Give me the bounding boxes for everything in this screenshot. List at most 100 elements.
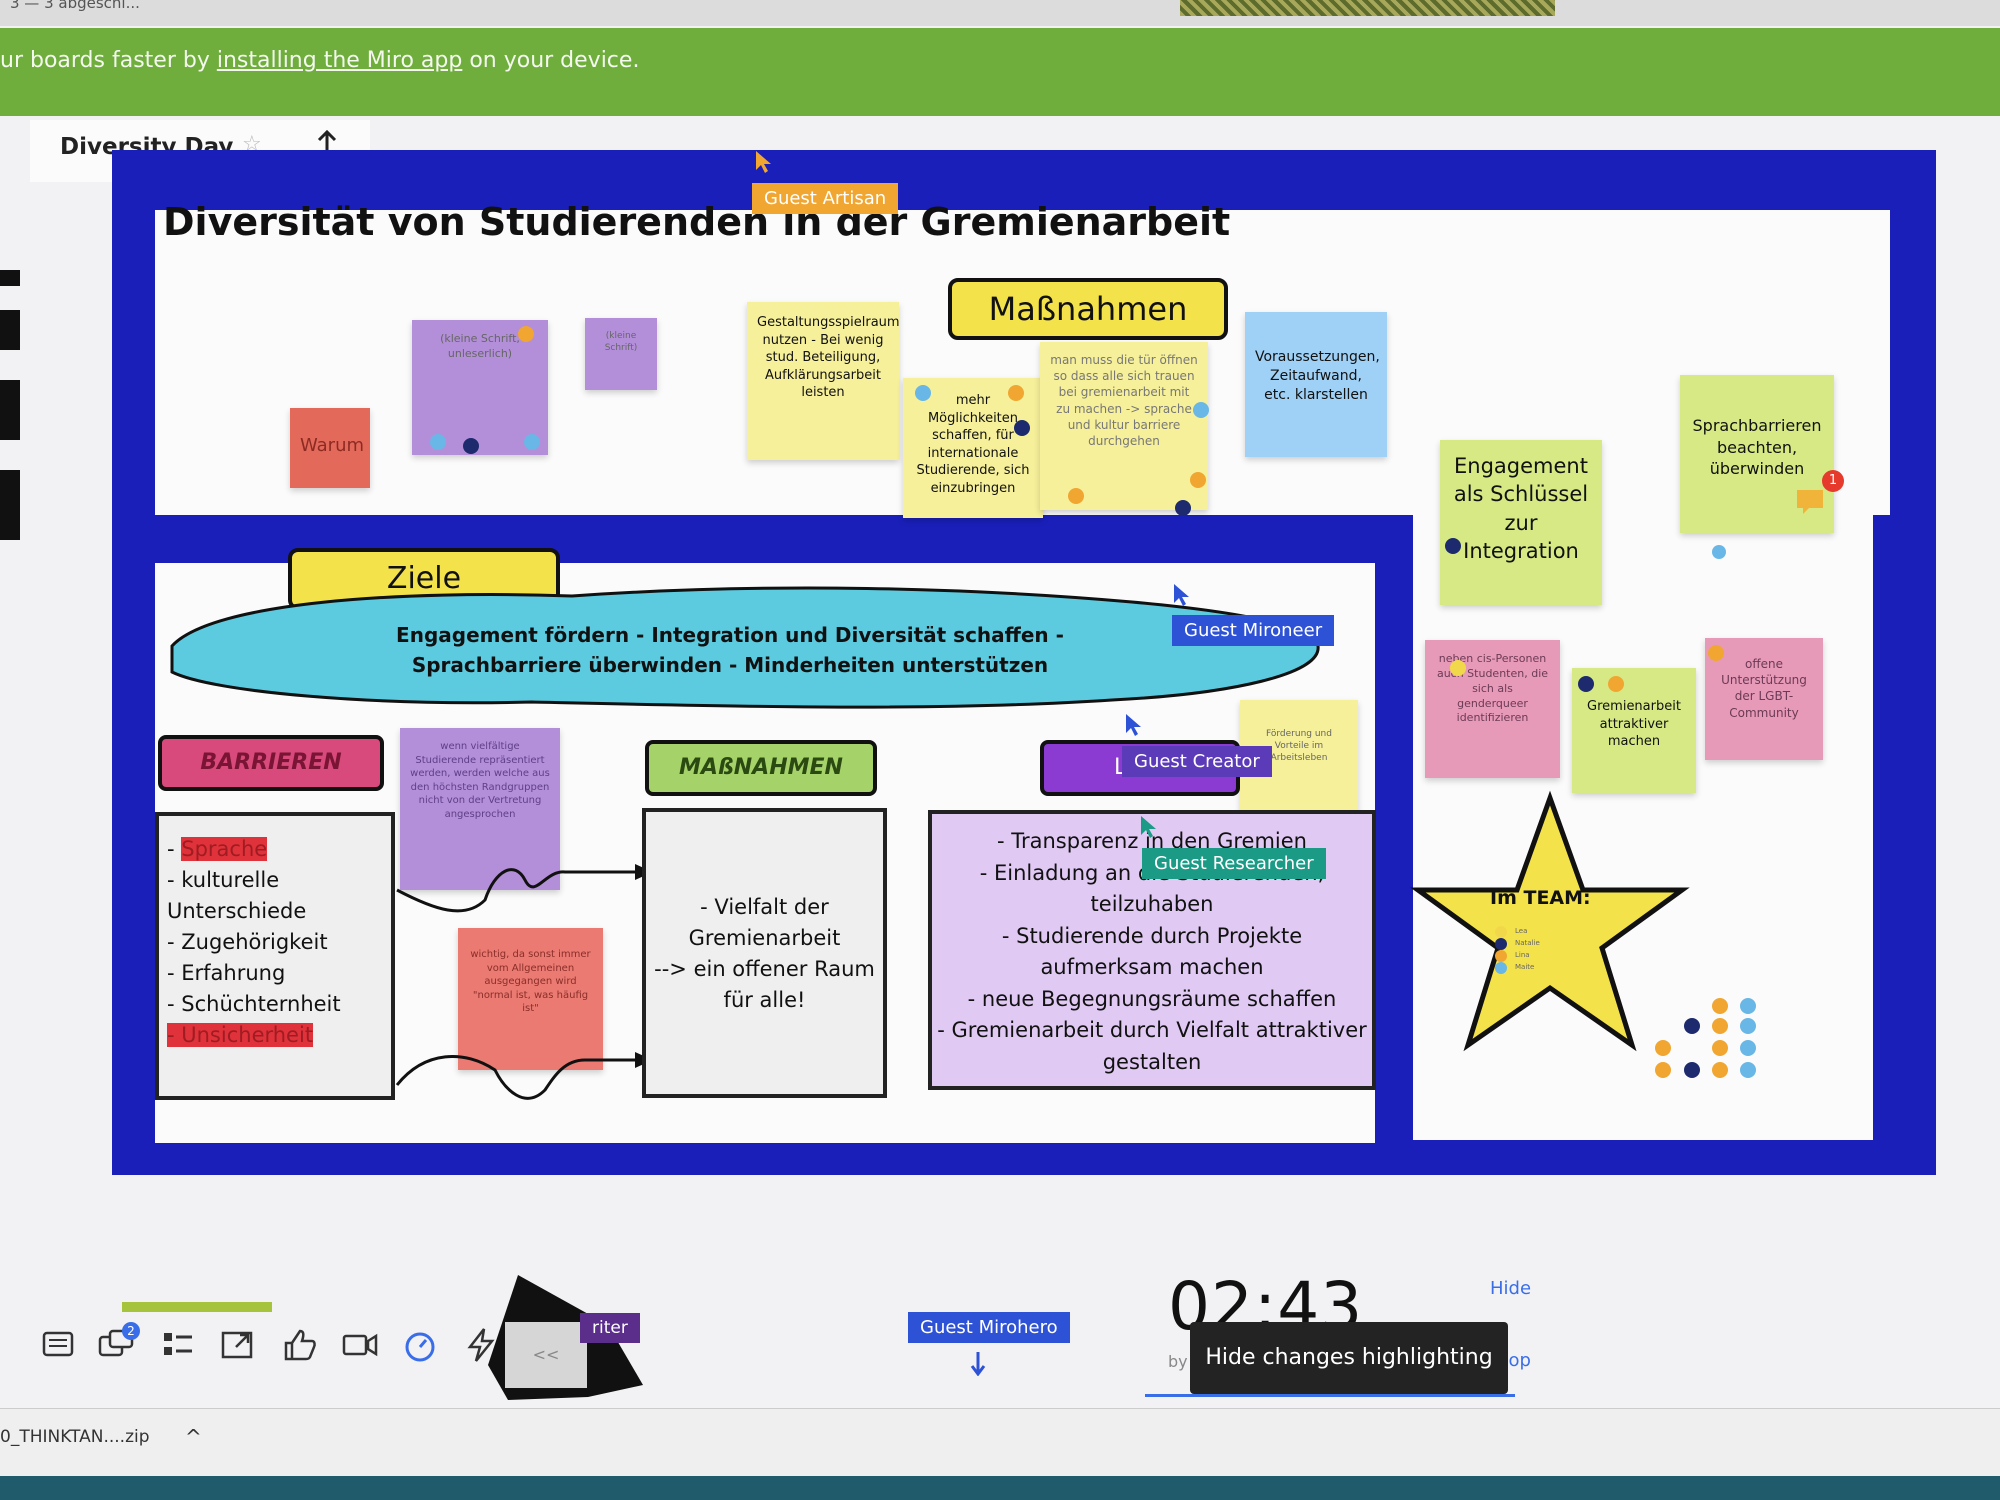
sticky-tuer-oeffnen[interactable]: man muss die tür öffnen so dass alle sic… <box>1040 342 1208 510</box>
sticky-gestaltung[interactable]: Gestaltungsspielraum nutzen - Bei wenig … <box>747 302 899 460</box>
barrieren-highlight: Sprache <box>181 837 268 861</box>
star-members: Lea Natalie Lina Maite <box>1515 925 1540 973</box>
install-app-banner: ur boards faster by installing the Miro … <box>0 28 2000 116</box>
comment-icon[interactable] <box>1795 488 1825 516</box>
lila-line: - Studierende durch Projekte <box>1001 923 1303 948</box>
vote-dot <box>1740 998 1756 1014</box>
vote-dot <box>1450 660 1466 676</box>
left-team-strip <box>0 270 20 540</box>
vote-dot <box>524 434 540 450</box>
comment-list-icon[interactable] <box>38 1325 78 1365</box>
mehr-moeglichkeiten-text: mehr Möglichkeiten schaffen, für interna… <box>916 393 1030 496</box>
ziele-text: Ziele <box>386 561 462 596</box>
vote-dot <box>1740 1018 1756 1034</box>
massnahmen-label-text: MAßNAHMEN <box>679 755 843 780</box>
barrieren-label: BARRIEREN <box>158 735 384 791</box>
cloud-line-1: Engagement fördern - Integration und Div… <box>396 623 1064 647</box>
vote-dot <box>1684 1018 1700 1034</box>
barrieren-label-text: BARRIEREN <box>200 750 342 775</box>
board-heading: Diversität von Studierenden in der Gremi… <box>163 200 1231 244</box>
vote-dot <box>1008 385 1024 401</box>
sticky-red-mid[interactable]: wichtig, da sonst immer vom Allgemeinen … <box>458 928 603 1070</box>
barrieren-item: - Zugehörigkeit <box>167 930 328 955</box>
gestaltung-text: Gestaltungsspielraum nutzen - Bei wenig … <box>757 315 899 401</box>
lila-line: - neue Begegnungsräume schaffen <box>967 986 1337 1011</box>
sticky-warum[interactable]: Warum <box>290 408 370 488</box>
notification-count: 2 <box>127 1324 135 1338</box>
massnahmen-label: MAßNAHMEN <box>645 740 877 796</box>
collapse-panel[interactable]: << <box>505 1322 587 1388</box>
cursor-arrow-icon <box>1174 584 1189 606</box>
vote-dot <box>1740 1040 1756 1056</box>
sticky-engagement[interactable]: Engagement als Schlüssel zur Integration <box>1440 440 1602 605</box>
sticky-cis-personen[interactable]: neben cis-Personen auch Studenten, die s… <box>1425 640 1560 778</box>
timer-icon[interactable] <box>400 1325 440 1365</box>
star-dot-yellow <box>1495 926 1507 938</box>
tuer-oeffnen-text: man muss die tür öffnen so dass alle sic… <box>1050 353 1198 448</box>
sticky-gremienarbeit-attraktiver[interactable]: Gremienarbeit attraktiver machen <box>1572 668 1696 793</box>
team-star[interactable] <box>1410 790 1690 1055</box>
cursor-guest-creator: Guest Creator <box>1122 746 1272 777</box>
video-icon[interactable] <box>340 1325 380 1365</box>
massnahmen-box: - Vielfalt der Gremienarbeit --> ein off… <box>642 808 887 1098</box>
vote-dot <box>1175 500 1191 516</box>
comment-badge[interactable]: 1 <box>1822 470 1844 492</box>
massnahmen-line: --> ein offener Raum <box>654 957 875 982</box>
vote-dot <box>1655 1062 1671 1078</box>
screen-bottom-edge <box>0 1476 2000 1500</box>
purple-mid-text: wenn vielfältige Studierende repräsentie… <box>410 741 550 820</box>
chat-icon[interactable] <box>96 1325 136 1365</box>
gremienarbeit-attraktiver-text: Gremienarbeit attraktiver machen <box>1587 699 1681 750</box>
install-app-link[interactable]: installing the Miro app <box>216 48 463 73</box>
vote-dot <box>1712 1040 1728 1056</box>
sticky-mehr-moeglichkeiten[interactable]: mehr Möglichkeiten schaffen, für interna… <box>903 378 1043 518</box>
hide-changes-tooltip[interactable]: Hide changes highlighting <box>1190 1322 1508 1394</box>
cursor-guest-artisan: Guest Artisan <box>752 183 899 214</box>
vote-dot <box>1445 538 1461 554</box>
download-chevron[interactable]: ^ <box>185 1425 202 1449</box>
lightning-icon[interactable] <box>462 1325 502 1365</box>
purple-note-2-text: (kleine Schrift) <box>604 331 638 354</box>
cloud-line-2: Sprachbarriere überwinden - Minderheiten… <box>411 653 1049 677</box>
list-icon[interactable] <box>158 1325 198 1365</box>
lgbt-text: offene Unterstützung der LGBT-Community <box>1721 657 1807 720</box>
share-screen-icon[interactable] <box>218 1325 258 1365</box>
voraussetzungen-text: Voraussetzungen, Zeitaufwand, etc. klars… <box>1255 349 1380 403</box>
vote-dot <box>1193 402 1209 418</box>
cursor-guest-mironeer: Guest Mironeer <box>1172 615 1335 646</box>
star-dot-orange <box>1495 950 1507 962</box>
banner-text: ur boards faster by installing the Miro … <box>0 48 639 73</box>
collapse-text: << <box>532 1345 560 1364</box>
lila-line: teilzuhaben <box>1090 892 1214 916</box>
cursor-guest-researcher: Guest Researcher <box>1142 848 1326 879</box>
star-member-4: Maite <box>1515 963 1535 971</box>
download-bar: 0_THINKTAN....zip ^ <box>0 1408 2000 1476</box>
star-title: Im TEAM: <box>1490 887 1591 909</box>
star-member-2: Natalie <box>1515 939 1540 947</box>
massnahmen-line: für alle! <box>723 988 806 1013</box>
sticky-purple-2[interactable]: (kleine Schrift) <box>585 318 657 390</box>
cursor-arrow-icon <box>1126 714 1141 736</box>
comment-badge-count: 1 <box>1828 473 1838 488</box>
banner-text-post: on your device. <box>462 48 640 73</box>
timer-hide-link[interactable]: Hide <box>1490 1278 1532 1299</box>
sticky-small-yellow[interactable]: Förderung und Vorteile im Arbeitsleben <box>1240 700 1358 818</box>
sticky-purple-mid[interactable]: wenn vielfältige Studierende repräsentie… <box>400 728 560 890</box>
cursor-arrow-icon <box>970 1352 986 1376</box>
vote-dot <box>1712 545 1726 559</box>
sticky-lgbt[interactable]: offene Unterstützung der LGBT-Community <box>1705 638 1823 760</box>
star-dot-navy <box>1495 938 1507 950</box>
lila-line: aufmerksam machen <box>1040 955 1264 979</box>
barrieren-box: - Sprache - kulturelle Unterschiede - Zu… <box>155 812 395 1100</box>
barrieren-item: - Erfahrung <box>167 961 286 986</box>
vote-dot <box>1190 472 1206 488</box>
download-file[interactable]: 0_THINKTAN....zip <box>0 1427 150 1447</box>
vote-dot <box>518 326 534 342</box>
sticky-purple-1[interactable]: (kleine Schrift, unleserlich) <box>412 320 548 455</box>
vote-dot <box>1655 1040 1671 1056</box>
sticky-voraussetzungen[interactable]: Voraussetzungen, Zeitaufwand, etc. klars… <box>1245 312 1387 457</box>
thumbs-up-icon[interactable] <box>280 1325 320 1365</box>
star-member-1: Lea <box>1515 927 1528 935</box>
toolbar-progress-bar <box>122 1302 272 1312</box>
sprachbarrieren-text: Sprachbarrieren beachten, überwinden <box>1692 416 1822 479</box>
